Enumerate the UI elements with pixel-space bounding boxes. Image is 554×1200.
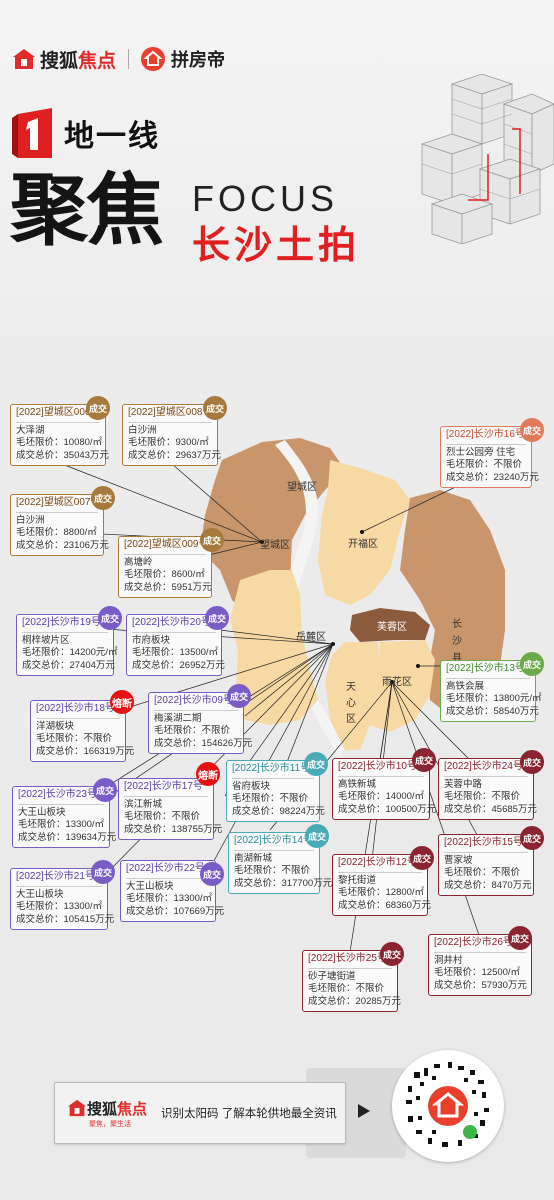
- footer-brand-focus: 焦点: [117, 1100, 148, 1118]
- focus-big-title: 聚焦: [10, 165, 164, 256]
- deal-badge: 成交: [205, 606, 229, 630]
- deal-badge: 成交: [91, 860, 115, 884]
- lot-card: [2022]长沙市11号省府板块毛坯限价：不限价成交总价：98224万元: [226, 760, 325, 822]
- circuit-break-badge: 熔断: [110, 690, 134, 714]
- furong-district-shape: [350, 608, 430, 642]
- deal-badge: 成交: [520, 826, 544, 850]
- lot-card: [2022]长沙市15号曹家坡毛坯限价：不限价成交总价：8470万元: [438, 834, 534, 896]
- district-tianxin-3: 区: [346, 714, 356, 725]
- district-changsha-3: 县: [452, 653, 462, 664]
- deal-badge: 成交: [98, 606, 122, 630]
- issue-title: 地一线: [64, 120, 160, 153]
- deal-badge: 成交: [380, 942, 404, 966]
- lot-card: [2022]长沙市17号滨江新城毛坯限价：不限价成交总价：138755万元: [118, 778, 222, 840]
- district-furong: 芙蓉区: [377, 622, 407, 633]
- district-tianxin-1: 天: [346, 682, 356, 693]
- footer-logo: 搜狐 焦点 聚焦，聚生活: [67, 1098, 147, 1129]
- brand-pinfangdi: 拼房帝: [171, 50, 226, 70]
- deal-badge: 成交: [86, 396, 110, 420]
- district-changsha-2: 沙: [452, 636, 462, 647]
- deal-badge: 成交: [305, 824, 329, 848]
- district-tianxin-2: 心: [346, 698, 356, 709]
- circuit-break-badge: 熔断: [196, 762, 220, 786]
- city-title: 长沙土拍: [192, 225, 361, 267]
- deal-badge: 成交: [200, 862, 224, 886]
- brand-divider: [128, 49, 130, 69]
- lot-card: [2022]长沙市16号烈士公园旁 住宅毛坯限价：不限价成交总价：23240万元: [440, 426, 539, 488]
- pinfangdi-logo-icon: [141, 47, 166, 71]
- issue-line: 地一线: [12, 108, 160, 158]
- brand-focus: 焦点: [78, 50, 117, 72]
- deal-badge: 成交: [508, 926, 532, 950]
- deal-badge: 成交: [410, 846, 434, 870]
- deal-badge: 成交: [520, 652, 544, 676]
- footer-text: 识别太阳码 了解本轮供地最全资讯: [161, 1108, 337, 1120]
- deal-badge: 成交: [91, 486, 115, 510]
- district-yuhua: 雨花区: [382, 677, 412, 688]
- kaifu-district-shape: [318, 460, 410, 605]
- district-yuelu: 岳麓区: [296, 632, 326, 643]
- deal-badge: 成交: [520, 750, 544, 774]
- lot-card: [2022]长沙市24号芙蓉中路毛坯限价：不限价成交总价：45685万元: [438, 758, 537, 820]
- deal-badge: 成交: [227, 684, 251, 708]
- deal-badge: 成交: [520, 418, 544, 442]
- footer-slogan: 聚焦，聚生活: [89, 1120, 131, 1128]
- focus-english: FOCUS: [192, 178, 338, 219]
- district-changsha-1: 长: [452, 619, 462, 630]
- number-one-icon: [12, 108, 52, 158]
- qr-pattern: [406, 1062, 489, 1147]
- sun-code-qr[interactable]: [392, 1050, 504, 1162]
- deal-badge: 成交: [412, 748, 436, 772]
- brand-sohu: 搜狐: [40, 50, 79, 72]
- deal-badge: 成交: [304, 752, 328, 776]
- lot-card: [2022]长沙市14号南湖新城毛坯限价：不限价成交总价：317700万元: [228, 832, 332, 894]
- tianxin-district-shape: [325, 642, 380, 750]
- district-wangcheng-top: 望城区: [287, 482, 317, 493]
- footer-banner[interactable]: 搜狐 焦点 聚焦，聚生活 识别太阳码 了解本轮供地最全资讯: [54, 1082, 346, 1144]
- play-arrow-icon: [358, 1104, 370, 1118]
- yuelu-district-shape: [230, 570, 318, 725]
- sohu-house-icon: [13, 49, 35, 69]
- cube-decoration: [420, 74, 554, 244]
- lot-card: [2022]长沙市18号洋湖板块毛坯限价：不限价成交总价：166319万元: [30, 700, 134, 762]
- deal-badge: 成交: [93, 778, 117, 802]
- brand-bar: 搜狐 焦点 拼房帝: [12, 44, 225, 74]
- deal-badge: 成交: [200, 528, 224, 552]
- deal-badge: 成交: [203, 396, 227, 420]
- footer-brand-sohu: 搜狐: [87, 1100, 118, 1118]
- sohu-house-icon: [68, 1099, 86, 1117]
- district-kaifu: 开福区: [348, 539, 378, 550]
- district-wangcheng: 望城区: [260, 540, 290, 551]
